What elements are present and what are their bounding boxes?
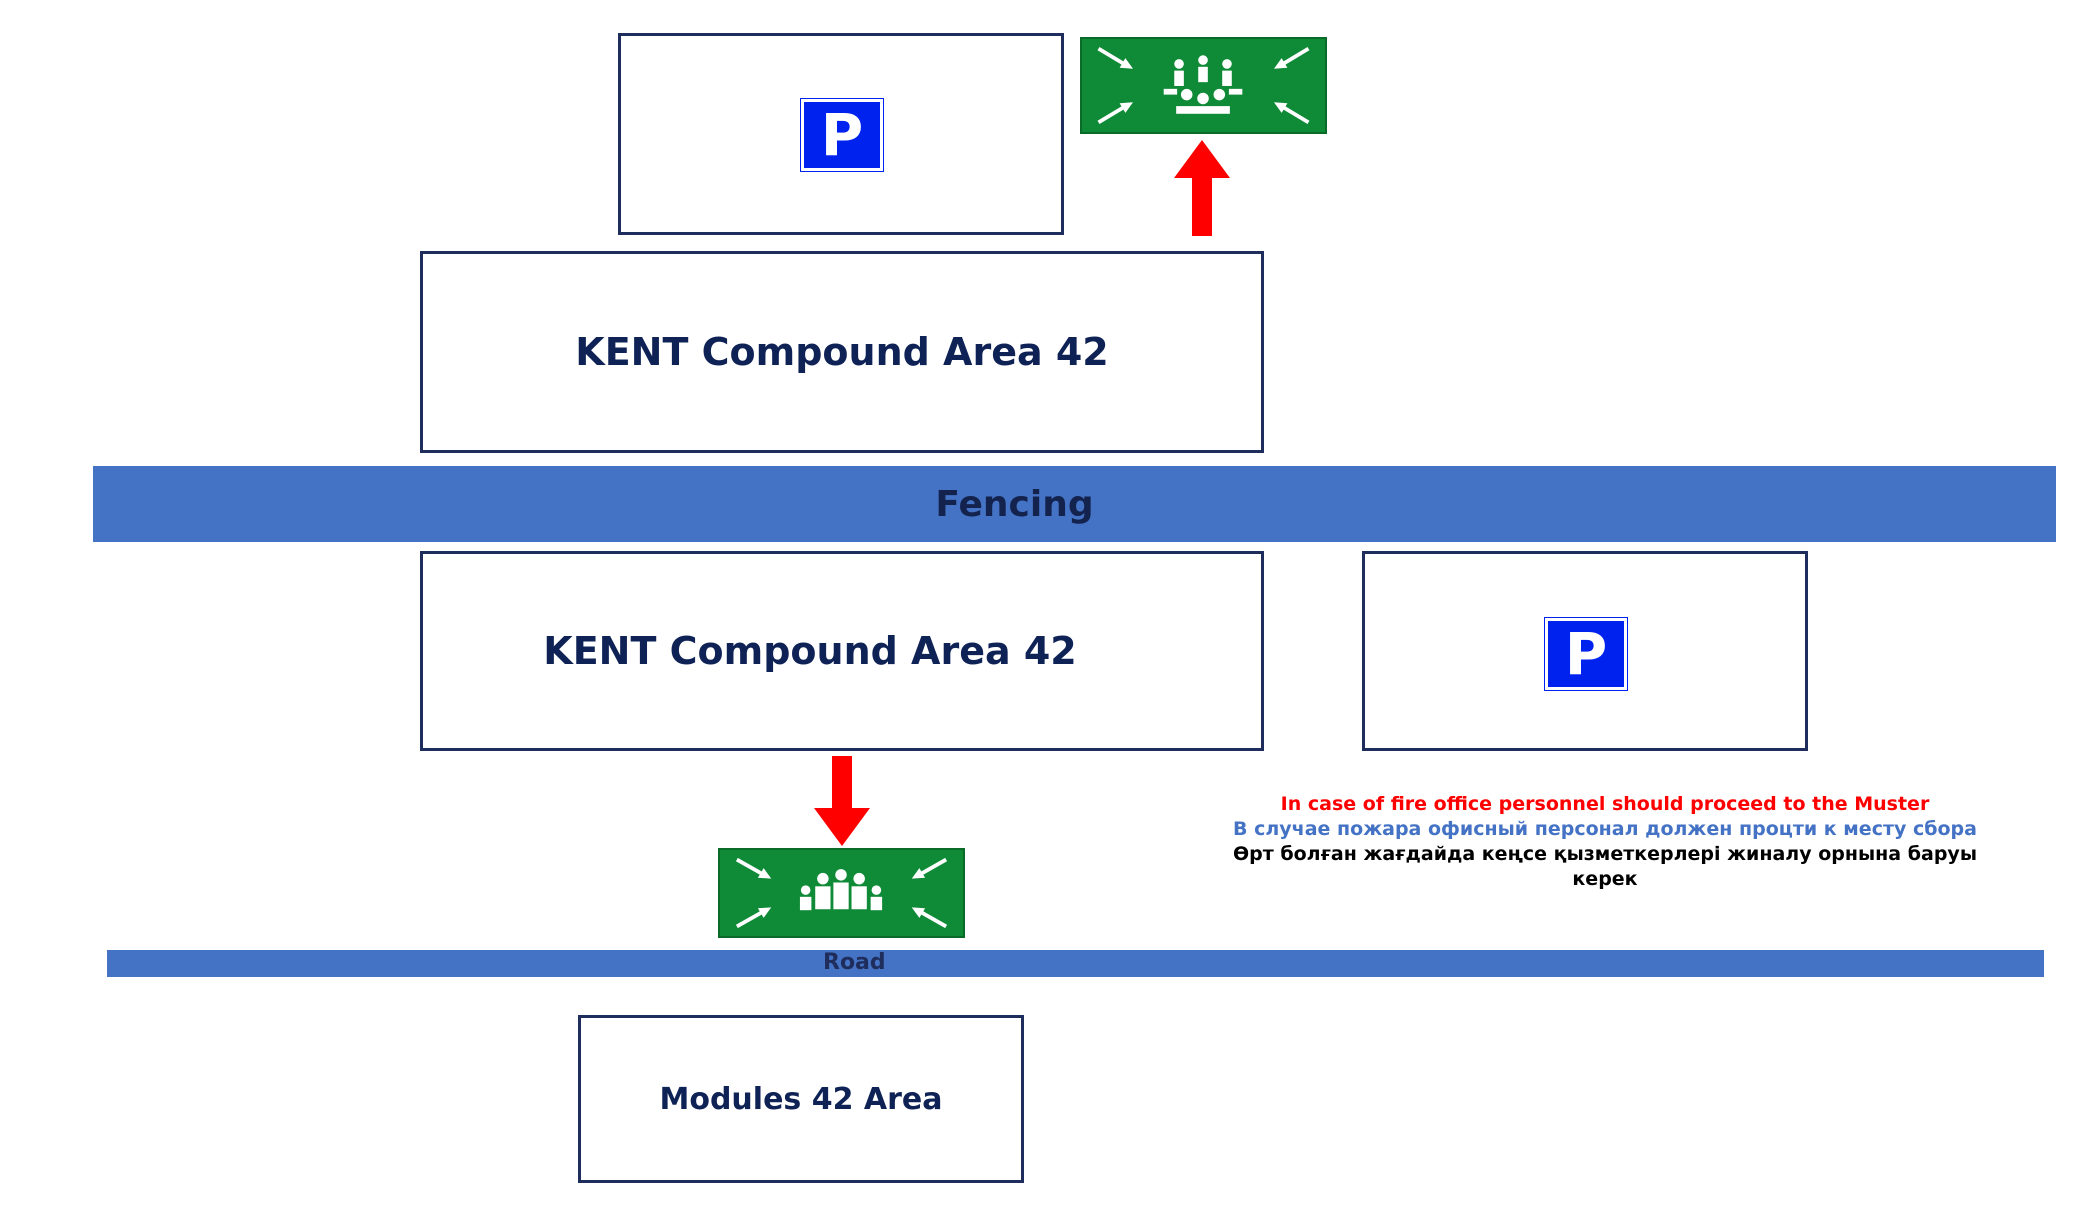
compound-area-upper: KENT Compound Area 42 [420, 251, 1264, 453]
road-label: Road [823, 950, 886, 975]
compound-label: KENT Compound Area 42 [543, 629, 1077, 673]
instruction-kazakh-continued: керек [1572, 868, 1638, 890]
modules-area: Modules 42 Area [578, 1015, 1024, 1183]
parking-sign-icon: P [800, 98, 884, 172]
parking-area-top: P [618, 33, 1064, 235]
arrow-up-icon [1174, 140, 1230, 236]
assembly-point-icon [1080, 37, 1327, 134]
modules-label: Modules 42 Area [659, 1081, 943, 1117]
assembly-point-graphic [735, 857, 948, 929]
arrow-down-icon [814, 756, 870, 846]
fencing-band: Fencing [93, 466, 2056, 542]
compound-label: KENT Compound Area 42 [575, 330, 1109, 374]
instruction-english: In case of fire office personnel should … [1280, 793, 1930, 815]
assembly-point-icon [718, 848, 965, 938]
compound-area-lower: KENT Compound Area 42 [420, 551, 1264, 751]
parking-area-right: P [1362, 551, 1808, 751]
instruction-kazakh: Өрт болған жағдайда кеңсе қызметкерлері … [1232, 843, 1977, 865]
instruction-russian: В случае пожара офисный персонал должен … [1233, 818, 1977, 840]
road-band [107, 950, 2044, 977]
assembly-point-graphic [1097, 46, 1310, 125]
fencing-label: Fencing [935, 483, 1094, 525]
parking-sign-icon: P [1544, 617, 1628, 691]
